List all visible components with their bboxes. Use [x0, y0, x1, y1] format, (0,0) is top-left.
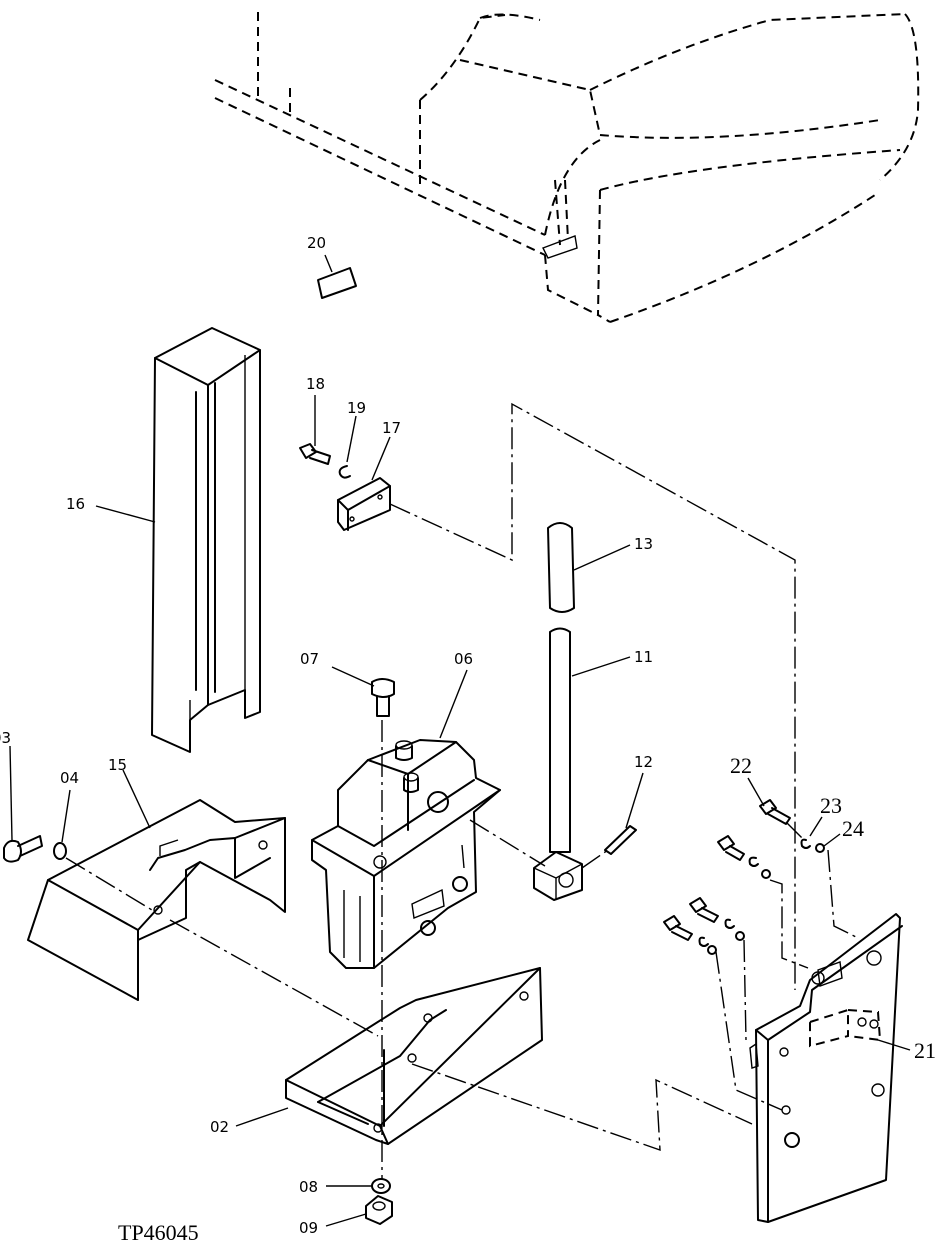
part-23-lockwasher — [800, 838, 811, 849]
callout-15: 15 — [108, 756, 127, 774]
callout-08: 08 — [299, 1178, 318, 1196]
part-09-nut — [365, 1195, 393, 1225]
callout-22: 22 — [730, 753, 752, 778]
callout-02: 02 — [210, 1118, 229, 1136]
callout-17: 17 — [382, 419, 401, 437]
leader-lines — [9, 395, 911, 1227]
callout-16: 16 — [66, 495, 85, 513]
callout-11: 11 — [634, 648, 653, 666]
callout-03: 03 — [0, 729, 11, 747]
callout-20: 20 — [307, 234, 326, 252]
part-16-cover — [95, 327, 261, 753]
callout-04: 04 — [60, 769, 79, 787]
part-19-ring — [338, 465, 351, 479]
callout-06: 06 — [454, 650, 473, 668]
callout-07: 07 — [300, 650, 319, 668]
part-06-valve — [311, 739, 501, 969]
callout-23: 23 — [820, 793, 842, 818]
part-04-washer — [53, 842, 67, 860]
part-21-plate — [749, 913, 903, 1223]
callout-09: 09 — [299, 1219, 318, 1237]
part-03-bolt — [3, 835, 43, 863]
part-20-decal — [317, 254, 357, 299]
part-18-bolt — [299, 443, 331, 465]
fastener-stack-c — [663, 915, 717, 955]
callout-24: 24 — [842, 816, 864, 841]
assembly-lines — [65, 402, 859, 1180]
part-24-washer — [815, 843, 825, 853]
callout-21: 21 — [914, 1038, 936, 1063]
part-22-bolt — [759, 799, 791, 825]
figure-reference: TP46045 — [118, 1220, 199, 1245]
part-12-pin — [604, 825, 637, 855]
part-11-lever — [533, 627, 583, 901]
part-02-plate — [285, 967, 543, 1145]
part-17-plate — [337, 477, 391, 531]
machine-body-outline — [214, 12, 920, 323]
fastener-stack-b — [689, 897, 745, 941]
part-13-knob — [547, 522, 575, 613]
callout-13: 13 — [634, 535, 653, 553]
part-08-washer — [371, 1178, 391, 1194]
part-15-bracket — [27, 799, 286, 1001]
fastener-stack-a — [717, 835, 771, 879]
callout-12: 12 — [634, 753, 653, 771]
callout-19: 19 — [347, 399, 366, 417]
callout-18: 18 — [306, 375, 325, 393]
part-07-bolt — [371, 678, 395, 717]
callout-labels: 20 18 19 17 16 13 11 07 06 03 12 15 04 0… — [0, 234, 936, 1245]
